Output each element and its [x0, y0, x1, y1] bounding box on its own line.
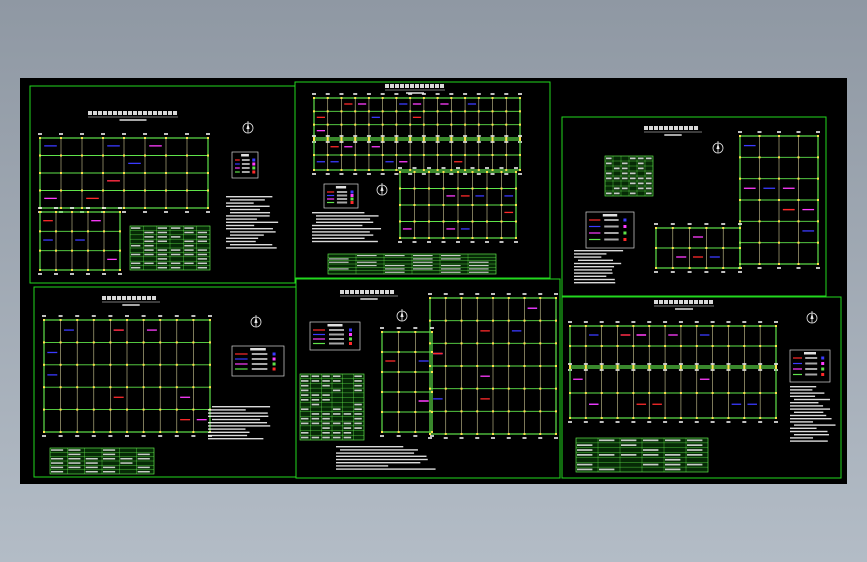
sheet-frames [29, 81, 842, 479]
sheet-title-bar [88, 111, 178, 121]
north-arrow-icon [806, 311, 818, 324]
north-arrow-icon [376, 183, 388, 196]
legend-table-icon [231, 151, 259, 179]
floor-plan [738, 131, 820, 269]
notes-block [336, 446, 436, 470]
sheet-right-upper-frame [561, 116, 827, 297]
notes-block [574, 250, 624, 284]
schedule-table-icon [49, 447, 155, 475]
floor-plan [38, 133, 210, 213]
sheet-bottom-center-frame [295, 278, 561, 479]
notes-block [312, 212, 382, 243]
floor-plan [380, 327, 434, 437]
sheet-top-center-frame [294, 81, 551, 279]
legend-table-icon [309, 321, 361, 351]
sheet-contents [38, 84, 836, 475]
legend-table-icon [323, 183, 359, 209]
notes-block [790, 386, 836, 442]
notes-block [226, 196, 279, 249]
north-arrow-icon [250, 315, 262, 328]
floor-plan [38, 207, 122, 275]
schedule-table-icon [299, 373, 365, 441]
floor-plan [42, 315, 212, 437]
sheet-title-bar [102, 296, 160, 306]
north-arrow-icon [396, 309, 408, 322]
notes-block [208, 406, 271, 440]
sheet-title-bar [654, 300, 714, 310]
legend-table-icon [585, 211, 635, 249]
sheet-title-bar [385, 84, 445, 94]
schedule-table-icon [575, 437, 709, 473]
sheet-title-bar [644, 126, 702, 136]
north-arrow-icon [712, 141, 724, 154]
schedule-table-icon [327, 253, 497, 275]
floor-plan [654, 223, 742, 273]
floor-plan [312, 93, 522, 143]
schedule-table-icon [604, 155, 654, 197]
legend-table-icon [231, 345, 285, 377]
floor-plan [398, 167, 518, 243]
floor-plan [312, 135, 522, 175]
sheet-title-bar [340, 290, 398, 300]
schedule-table-icon [129, 225, 211, 271]
legend-table-icon [789, 349, 831, 383]
floor-plan [428, 293, 558, 439]
north-arrow-icon [242, 121, 254, 134]
floor-plan [568, 363, 778, 423]
sheet-bottom-right-frame [561, 296, 842, 479]
